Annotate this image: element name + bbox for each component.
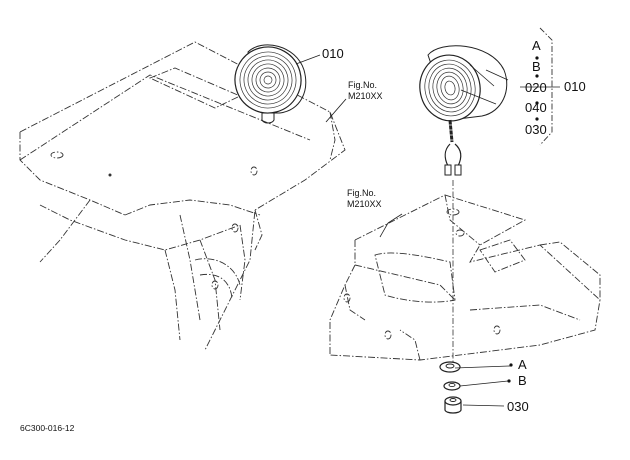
right-leader-lines: [379, 64, 560, 407]
right-fig-line2: M210XX: [347, 199, 382, 209]
washer-b: [443, 381, 461, 391]
left-frame-outline: [19, 41, 346, 351]
hardware-dot: [509, 363, 513, 367]
hardware-label-030: 030: [507, 399, 529, 414]
group-bracket: [539, 27, 553, 146]
leader-line: [295, 54, 321, 65]
hardware-dot: [507, 379, 511, 383]
left-fig-reference: Fig.No. M210XX: [348, 80, 383, 102]
stack-dot: [535, 74, 539, 78]
left-work-lamp: [234, 44, 307, 124]
right-fig-line1: Fig.No.: [347, 188, 377, 198]
drawing-code: 6C300-016-12: [20, 423, 75, 433]
right-work-lamp: [419, 45, 508, 143]
group-part-label: 010: [564, 79, 586, 94]
stack-dot: [535, 101, 539, 105]
right-fig-reference: Fig.No. M210XX: [347, 188, 382, 210]
stack-label-030: 030: [525, 122, 547, 137]
stack-dot: [535, 117, 539, 121]
left-fig-line2: M210XX: [348, 91, 383, 101]
stack-label-a: A: [532, 38, 541, 53]
left-fig-line1: Fig.No.: [348, 80, 378, 90]
stack-label-040: 040: [525, 100, 547, 115]
hardware-label-b: B: [518, 373, 527, 388]
washer-a: [439, 361, 461, 373]
left-part-label: 010: [322, 46, 344, 61]
hardware-label-a: A: [518, 357, 527, 372]
stack-label-020: 020: [525, 80, 547, 95]
stack-dot: [535, 56, 539, 60]
lamp-wiring: [444, 143, 462, 176]
nut-030: [444, 396, 462, 414]
right-frame-outline: [329, 194, 601, 361]
leader-line: [325, 98, 347, 123]
stack-label-b: B: [532, 59, 541, 74]
